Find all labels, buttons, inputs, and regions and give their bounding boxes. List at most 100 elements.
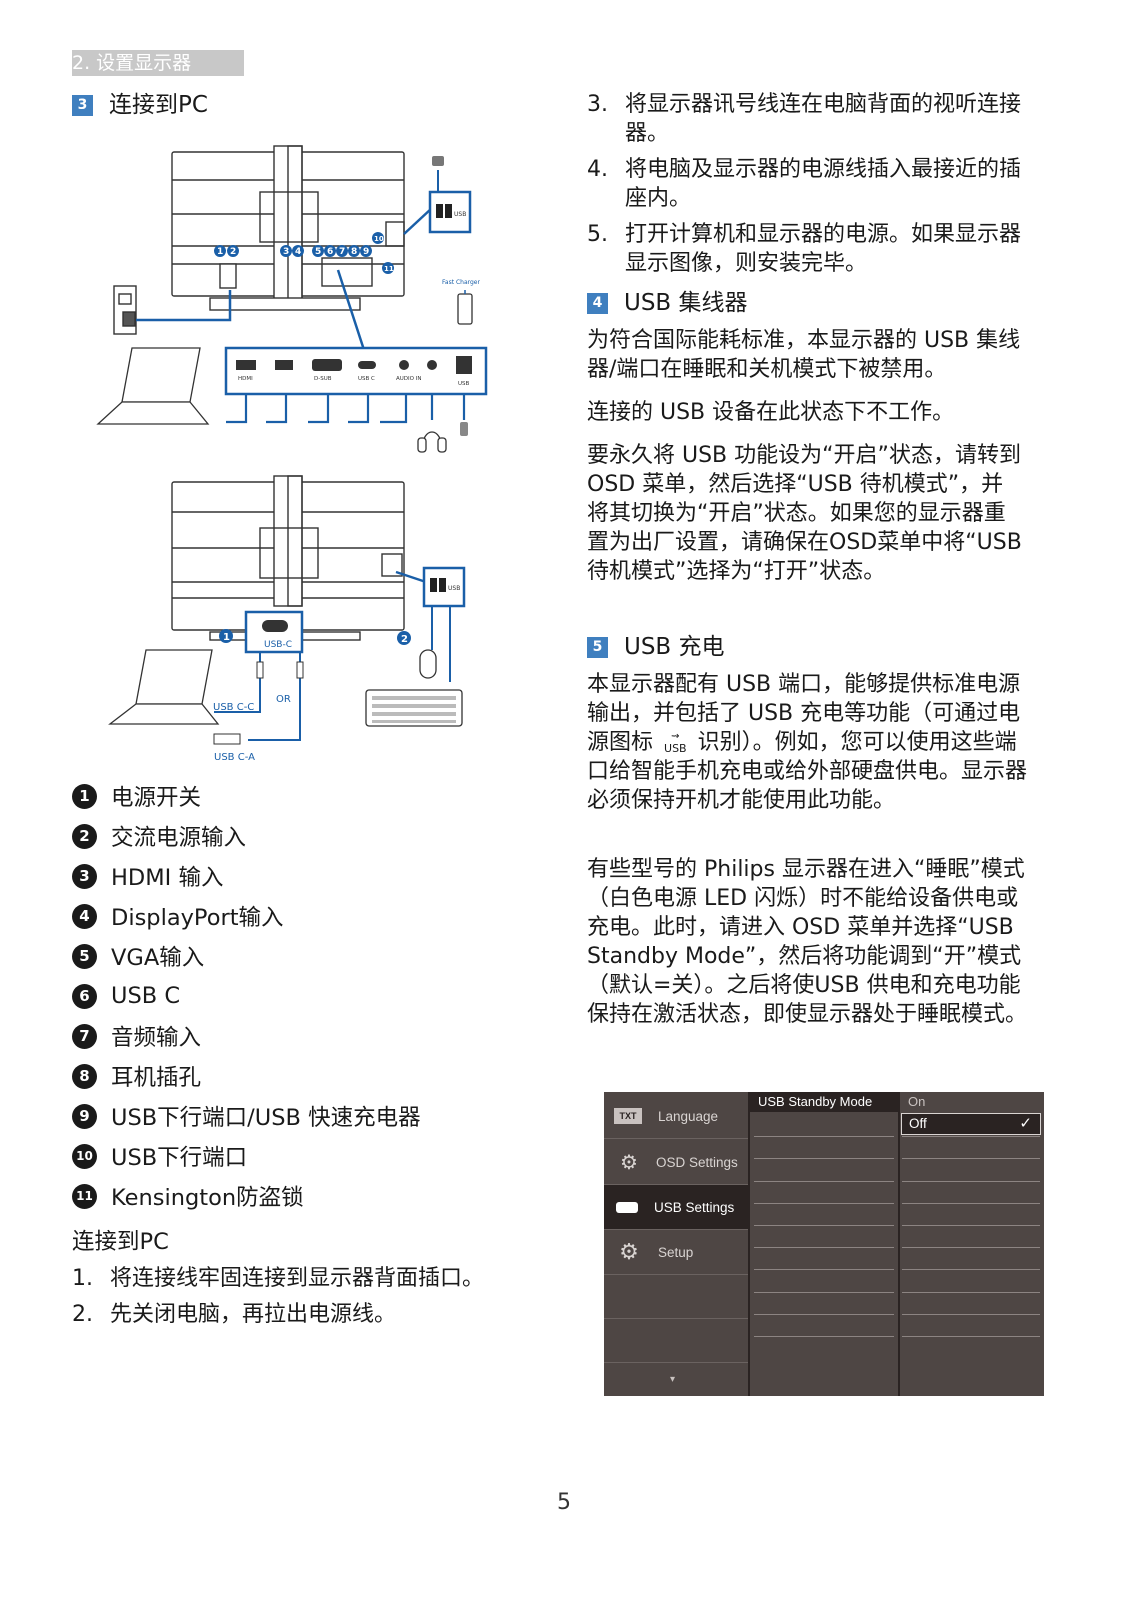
connect-pc-title: 连接到PC [72, 1229, 169, 1255]
legend-label: Kensington防盗锁 [111, 1185, 304, 1211]
step-text: 先关闭电脑，再拉出电源线。 [110, 1302, 397, 1327]
callout-2-2: 2 [401, 634, 408, 645]
legend-number: 8 [72, 1063, 97, 1089]
usb-hub-paragraph-2: 连接的 USB 设备在此状态下不工作。 [587, 400, 955, 425]
callout-7: 7 [339, 247, 345, 257]
diagram-usbc-connection: USB USB-C 1 2 USB C-C OR USB C-A [108, 475, 466, 763]
legend-item: 7 音频输入 [72, 1016, 532, 1056]
connect-steps-left: 1. 将连接线牢固连接到显示器背面插口。 2. 先关闭电脑，再拉出电源线。 [72, 1264, 542, 1329]
legend-item: 11 Kensington防盗锁 [72, 1176, 532, 1216]
legend-number: 5 [72, 943, 97, 969]
section-4-title: 4 USB 集线器 [587, 288, 748, 318]
usb-label-top: USB [454, 211, 466, 218]
connect-steps-right: 3. 将显示器讯号线连在电脑背面的视听连接器。 4. 将电脑及显示器的电源线插入最接… [587, 90, 1037, 278]
fast-charger-label: Fast Charger [442, 279, 480, 286]
legend-label: DisplayPort输入 [111, 905, 284, 931]
legend-label: 电源开关 [111, 785, 202, 811]
callout-8: 8 [351, 247, 357, 257]
osd-item-language[interactable]: TXT Language [604, 1094, 748, 1138]
callout-1: 1 [217, 247, 223, 257]
legend-label: USB下行端口/USB 快速充电器 [111, 1105, 421, 1131]
step-text: 将连接线牢固连接到显示器背面插口。 [110, 1266, 485, 1291]
page-number: 5 [557, 1490, 571, 1515]
legend-number: 9 [72, 1103, 97, 1129]
step-number: 3. [587, 92, 608, 117]
diagram-monitor-ports: 1 2 3 4 5 6 7 8 9 10 11 USB Fast Charger… [96, 145, 488, 453]
usb-settings-icon [616, 1201, 638, 1213]
osd-item-label: Language [658, 1108, 719, 1124]
usb-hub-paragraph-3: 要永久将 USB 功能设为“开启”状态，请转到 OSD 菜单，然后选择“USB … [587, 443, 1022, 584]
usb-cc-label: USB C-C [213, 702, 254, 713]
usbc-panel-label: USB-C [264, 640, 292, 650]
port-audio-label: AUDIO IN [396, 376, 421, 382]
section-3-title: 3 连接到PC [72, 90, 208, 120]
section-header: 2. 设置显示器 [72, 50, 244, 76]
callout-2: 2 [230, 247, 236, 257]
or-label: OR [276, 694, 291, 705]
legend-label: 交流电源输入 [111, 825, 247, 851]
callout-2-1: 1 [223, 632, 230, 643]
osd-separator [604, 1229, 748, 1230]
port-dsub-label: D-SUB [314, 376, 332, 382]
legend-number: 2 [72, 823, 97, 849]
callout-6: 6 [327, 247, 333, 257]
osd-menu: TXT Language ⚙ OSD Settings USB Settings… [604, 1092, 1044, 1396]
usb-standby-mode-label[interactable]: USB Standby Mode [758, 1094, 873, 1109]
osd-option-off[interactable]: Off ✓ [901, 1113, 1041, 1135]
section-4-number: 4 [587, 292, 608, 314]
osd-separator [604, 1318, 748, 1319]
callout-4: 4 [295, 247, 301, 257]
port-hdmi-label: HDMI [238, 376, 253, 382]
osd-separator [604, 1184, 748, 1185]
osd-item-usb-settings[interactable]: USB Settings [604, 1185, 748, 1229]
osd-right-panel: On Off ✓ [900, 1092, 1044, 1396]
step-number: 2. [72, 1302, 93, 1327]
callout-10: 10 [374, 235, 384, 243]
legend-item: 9 USB下行端口/USB 快速充电器 [72, 1096, 532, 1136]
port-usbc-label: USB C [358, 376, 375, 382]
legend-label: USB C [111, 983, 181, 1009]
section-5-title: 5 USB 充电 [587, 632, 725, 662]
osd-divider [898, 1092, 900, 1396]
usb-power-icon: ⇝USB [664, 731, 687, 755]
step-text: 将电脑及显示器的电源线插入最接近的插座内。 [625, 157, 1022, 211]
osd-item-osd-settings[interactable]: ⚙ OSD Settings [604, 1140, 748, 1184]
usb-hub-paragraph-1: 为符合国际能耗标准，本显示器的 USB 集线器/端口在睡眠和关机模式下被禁用。 [587, 328, 1021, 382]
osd-divider [748, 1092, 750, 1396]
section-3-label: 连接到PC [109, 92, 208, 118]
legend-item: 5 VGA输入 [72, 936, 532, 976]
osd-item-setup[interactable]: ⚙ Setup [604, 1230, 748, 1274]
section-4-label: USB 集线器 [624, 290, 748, 316]
section-5-number: 5 [587, 636, 608, 658]
osd-settings-icon: ⚙ [620, 1151, 638, 1174]
osd-scroll-down-icon[interactable]: ▾ [670, 1374, 676, 1385]
callout-5: 5 [315, 247, 321, 257]
osd-mid-panel: USB Standby Mode [750, 1092, 898, 1396]
callout-3: 3 [283, 247, 289, 257]
step-item: 3. 将显示器讯号线连在电脑背面的视听连接器。 [587, 90, 1037, 148]
setup-icon: ⚙ [619, 1239, 639, 1264]
step-number: 1. [72, 1266, 93, 1291]
legend-label: USB下行端口 [111, 1145, 248, 1171]
step-item: 4. 将电脑及显示器的电源线插入最接近的插座内。 [587, 155, 1037, 213]
legend-number: 7 [72, 1023, 97, 1049]
osd-option-on[interactable]: On [908, 1094, 926, 1109]
legend-label: HDMI 输入 [111, 865, 224, 891]
usb-label-bottom: USB [448, 585, 460, 592]
osd-separator [604, 1274, 748, 1275]
legend-label: VGA输入 [111, 945, 205, 971]
legend-item: 2 交流电源输入 [72, 816, 532, 856]
section-3-number: 3 [72, 94, 93, 116]
check-icon: ✓ [1019, 1114, 1032, 1132]
step-number: 4. [587, 157, 608, 182]
legend-number: 11 [72, 1183, 97, 1209]
osd-item-label: USB Settings [654, 1199, 735, 1215]
step-text: 将显示器讯号线连在电脑背面的视听连接器。 [625, 92, 1022, 146]
legend-label: 音频输入 [111, 1025, 202, 1051]
